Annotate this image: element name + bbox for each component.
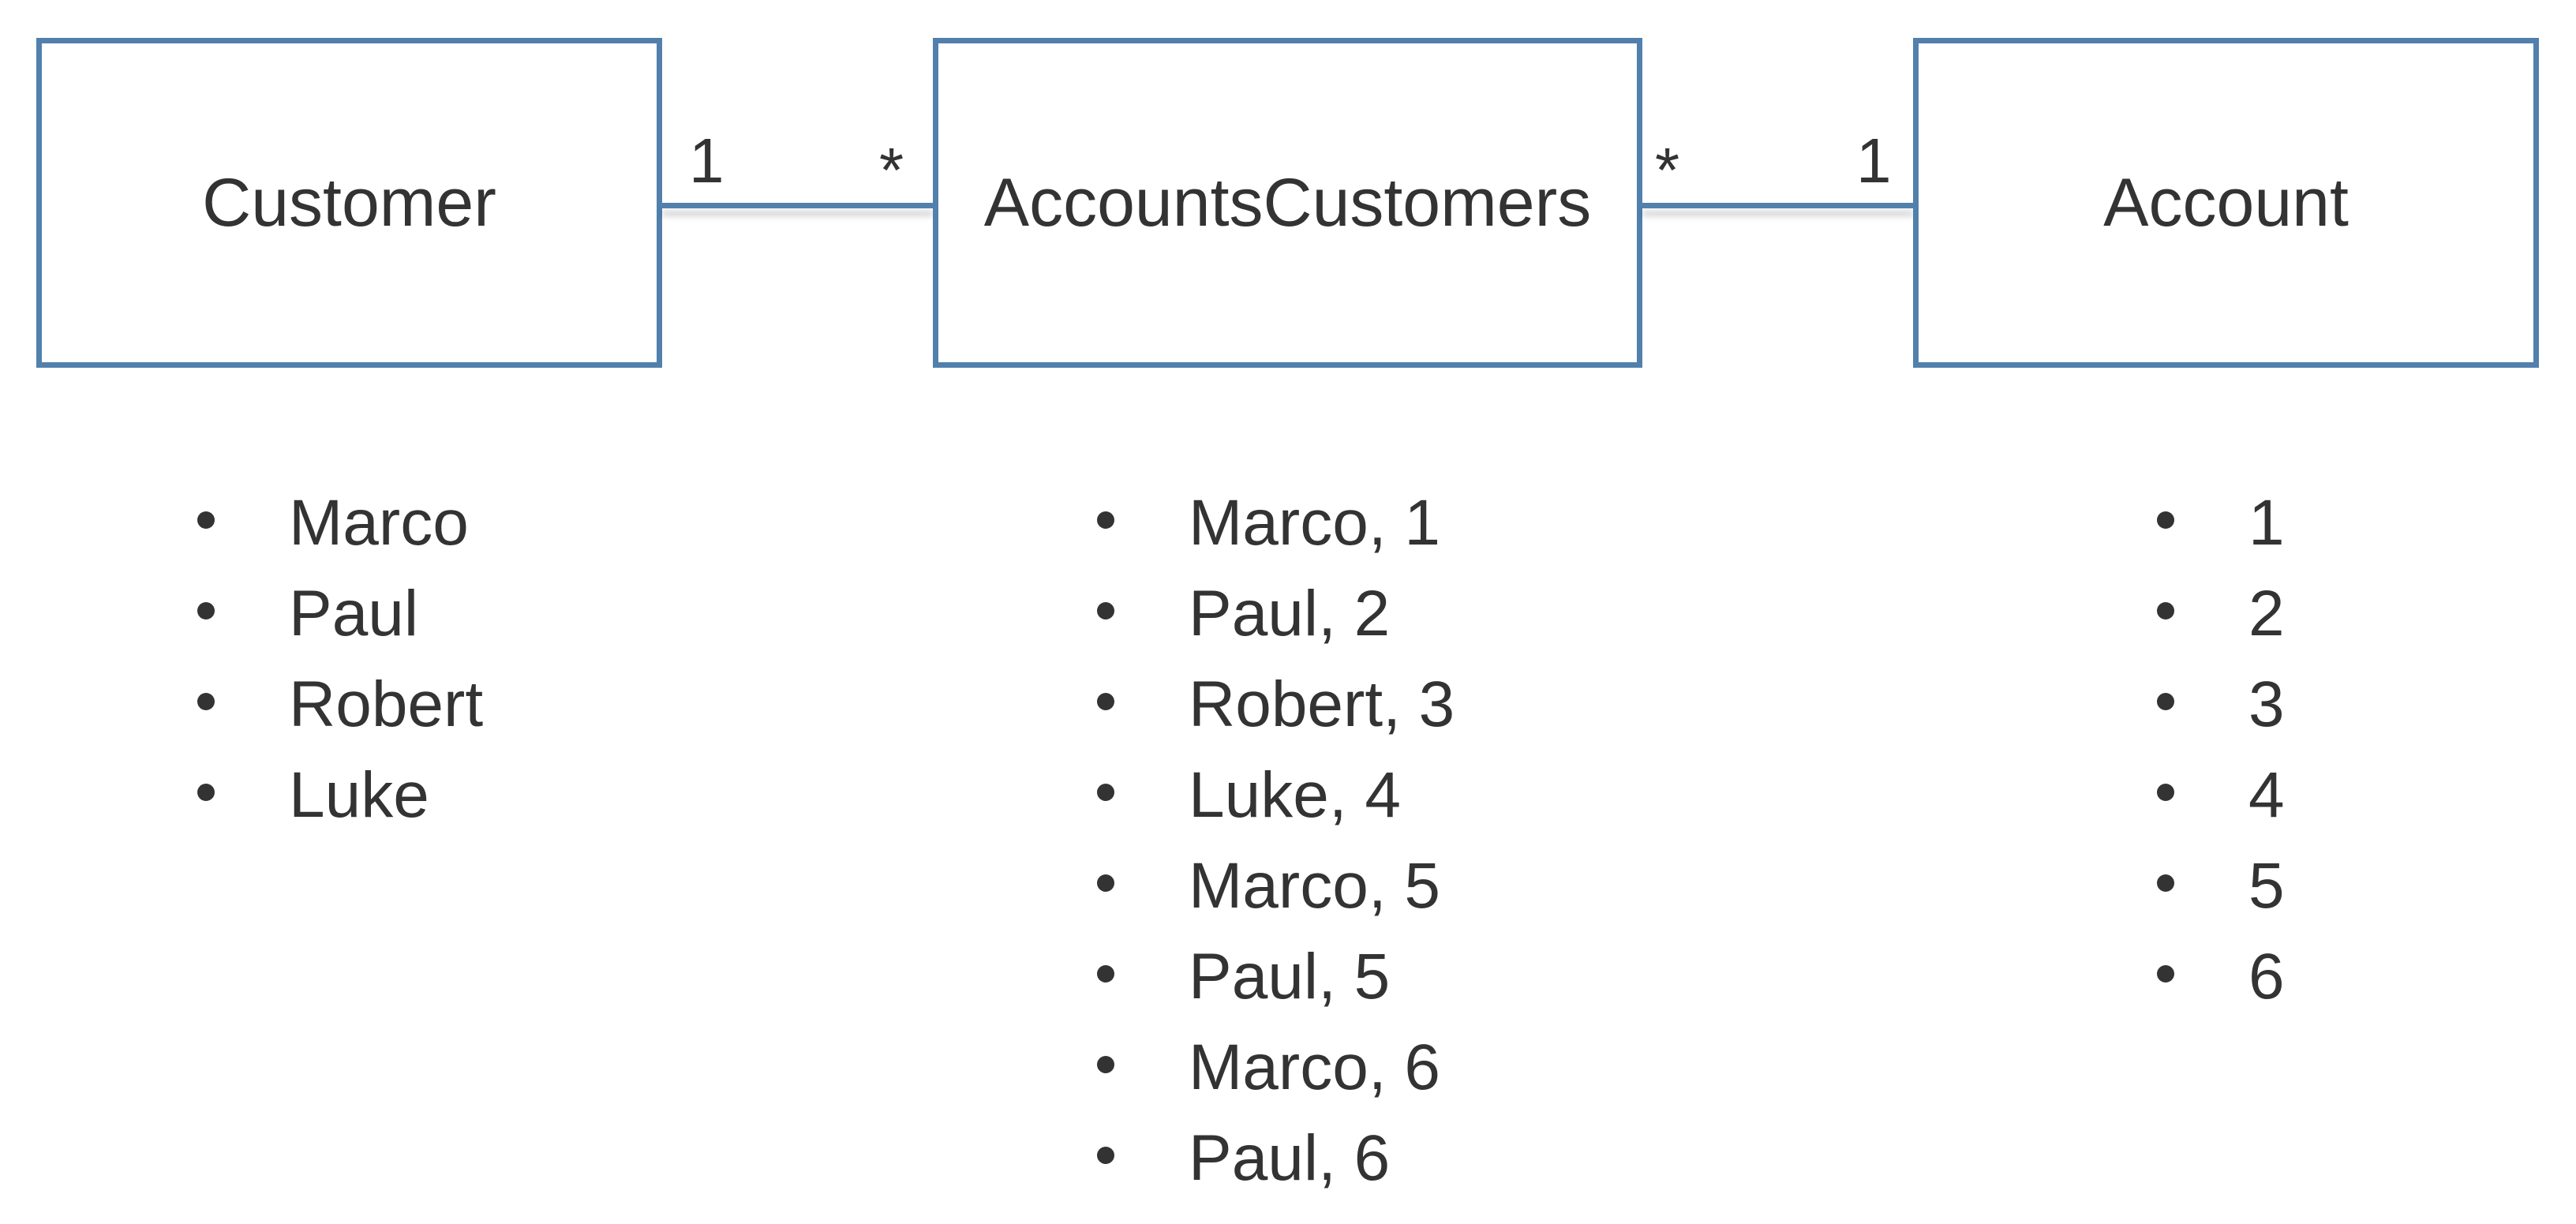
customer-record: Luke [289, 759, 429, 831]
accountscustomers-record: Luke, 4 [1189, 759, 1401, 831]
list-item: 1 [2157, 491, 2473, 582]
bullet-icon [1097, 874, 1114, 892]
bullet-icon [1097, 511, 1114, 529]
accountscustomers-record: Robert, 3 [1189, 668, 1455, 740]
account-records-list: 1 2 3 4 5 6 [2157, 491, 2473, 1035]
list-item: Marco [197, 491, 750, 582]
list-item: 4 [2157, 763, 2473, 854]
account-entity-label: Account [2103, 164, 2349, 241]
customer-accountscustomers-connector [662, 203, 933, 208]
list-item: Marco, 6 [1097, 1035, 1728, 1126]
list-item: 2 [2157, 582, 2473, 672]
accountscustomers-record: Marco, 5 [1189, 850, 1440, 922]
account-entity-box: Account [1913, 38, 2539, 368]
bullet-icon [2157, 602, 2174, 619]
accountscustomers-record: Paul, 6 [1189, 1122, 1391, 1194]
account-record: 4 [2248, 759, 2285, 831]
accountscustomers-record: Paul, 2 [1189, 578, 1391, 649]
list-item: Marco, 5 [1097, 854, 1728, 945]
bullet-icon [197, 602, 215, 619]
bullet-icon [1097, 1147, 1114, 1164]
accountscustomers-record: Marco, 6 [1189, 1031, 1440, 1103]
customer-record: Paul [289, 578, 419, 649]
customer-entity-label: Customer [202, 164, 496, 241]
bullet-icon [1097, 602, 1114, 619]
bullet-icon [2157, 965, 2174, 983]
bullet-icon [1097, 1056, 1114, 1073]
account-multiplicity: 1 [1856, 125, 1892, 196]
list-item: Paul, 2 [1097, 582, 1728, 672]
list-item: 3 [2157, 672, 2473, 763]
list-item: 6 [2157, 945, 2473, 1035]
bullet-icon [2157, 784, 2174, 801]
list-item: Paul, 6 [1097, 1126, 1728, 1217]
account-record: 1 [2248, 487, 2285, 559]
bullet-icon [197, 511, 215, 529]
list-item: Robert, 3 [1097, 672, 1728, 763]
accountscustomers-left-multiplicity: * [879, 135, 904, 205]
bullet-icon [1097, 784, 1114, 801]
account-record: 3 [2248, 668, 2285, 740]
accountscustomers-entity-label: AccountsCustomers [983, 164, 1592, 241]
bullet-icon [2157, 874, 2174, 892]
list-item: Luke [197, 763, 750, 854]
accountscustomers-record: Paul, 5 [1189, 941, 1391, 1013]
list-item: Luke, 4 [1097, 763, 1728, 854]
accountscustomers-account-connector [1642, 203, 1913, 208]
account-record: 5 [2248, 850, 2285, 922]
accountscustomers-entity-box: AccountsCustomers [933, 38, 1642, 368]
customer-multiplicity: 1 [689, 125, 724, 196]
list-item: Marco, 1 [1097, 491, 1728, 582]
bullet-icon [197, 693, 215, 710]
list-item: 5 [2157, 854, 2473, 945]
bullet-icon [1097, 693, 1114, 710]
account-record: 2 [2248, 578, 2285, 649]
customer-entity-box: Customer [36, 38, 662, 368]
list-item: Robert [197, 672, 750, 763]
customer-record: Robert [289, 668, 484, 740]
list-item: Paul [197, 582, 750, 672]
customer-records-list: Marco Paul Robert Luke [197, 491, 750, 854]
customer-record: Marco [289, 487, 469, 559]
list-item: Paul, 5 [1097, 945, 1728, 1035]
bullet-icon [2157, 511, 2174, 529]
accountscustomers-record: Marco, 1 [1189, 487, 1440, 559]
accountscustomers-records-list: Marco, 1 Paul, 2 Robert, 3 Luke, 4 Marco… [1097, 491, 1728, 1217]
bullet-icon [2157, 693, 2174, 710]
bullet-icon [1097, 965, 1114, 983]
accountscustomers-right-multiplicity: * [1655, 135, 1680, 205]
account-record: 6 [2248, 941, 2285, 1013]
bullet-icon [197, 784, 215, 801]
